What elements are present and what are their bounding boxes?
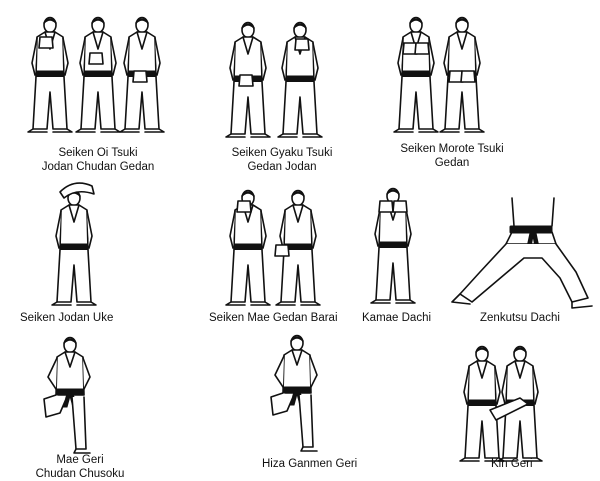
figure-group-seiken-morote-tsuki [393,16,485,133]
fist [378,200,394,213]
caption-line: Seiken Oi Tsuki [58,147,138,159]
figure-group-seiken-mae-gedan-barai [225,189,321,306]
fist [88,52,104,65]
fist [238,74,254,87]
figure-group-zenkutsu-dachi [451,197,593,309]
figure-group-hiza-ganmen-geri [270,334,318,452]
raised-arm [59,182,95,199]
kicking-leg [489,397,529,421]
karateka-figure [393,16,439,133]
karateka-figure [43,336,91,454]
fist [460,70,476,83]
caption-seiken-oi-tsuki: Seiken Oi Tsuki Jodan Chudan Gedan [42,146,155,174]
caption-kamae-dachi: Kamae Dachi [362,311,431,325]
karateka-figure [459,345,505,462]
caption-line: Gedan Jodan [247,161,317,173]
fist [236,200,252,213]
karateka-figure [270,334,318,452]
caption-line: Hiza Ganmen Geri [262,458,358,470]
caption-line: Chudan Chusoku [35,468,125,480]
caption-seiken-morote-tsuki: Seiken Morote Tsuki Gedan [400,142,503,170]
fist [414,42,430,55]
caption-line: Mae Geri [56,454,104,466]
figure-group-seiken-oi-tsuki [27,16,165,133]
caption-zenkutsu-dachi: Zenkutsu Dachi [480,311,560,325]
karateka-figure [75,16,121,133]
caption-line: Seiken Jodan Uke [20,312,114,324]
caption-line: Seiken Mae Gedan Barai [209,312,338,324]
caption-seiken-gyaku-tsuki: Seiken Gyaku Tsuki Gedan Jodan [232,146,333,174]
caption-line: Kamae Dachi [362,312,432,324]
caption-line: Zenkutsu Dachi [480,312,560,324]
caption-kin-geri: Kin Geri [491,457,533,471]
caption-mae-geri: Mae Geri Chudan Chusoku [36,453,125,481]
karateka-figure [451,197,593,309]
karateka-figure [51,189,97,306]
caption-line: Seiken Gyaku Tsuki [231,147,333,159]
caption-line: Seiken Morote Tsuki [400,143,504,155]
figure-group-seiken-gyaku-tsuki [225,21,323,138]
caption-line: Gedan [434,157,470,169]
caption-line: Jodan Chudan Gedan [41,161,155,173]
caption-hiza-ganmen-geri: Hiza Ganmen Geri [262,457,357,471]
figure-group-mae-geri [43,336,91,454]
caption-line: Kin Geri [491,458,533,470]
figure-group-seiken-jodan-uke [51,182,97,306]
caption-seiken-jodan-uke: Seiken Jodan Uke [20,311,113,325]
fist [294,38,310,51]
caption-seiken-mae-gedan-barai: Seiken Mae Gedan Barai [209,311,338,325]
fist [274,244,290,257]
karateka-figure [27,16,73,133]
figure-group-kin-geri [459,345,543,462]
figure-group-kamae-dachi [370,187,416,304]
fist [38,36,54,49]
fist [132,70,148,83]
fist [392,200,408,213]
